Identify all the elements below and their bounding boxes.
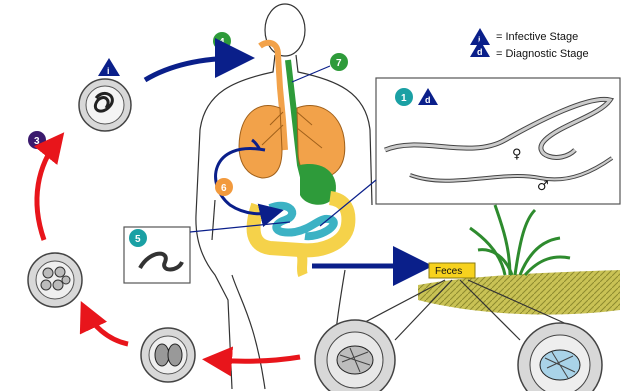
egg-icon bbox=[141, 328, 195, 382]
female-symbol: ♀ bbox=[512, 147, 522, 162]
legend: i = Infective Stage d = Diagnostic Stage bbox=[470, 28, 589, 60]
step-3-marker: 3 bbox=[28, 131, 46, 149]
step-4-marker: 4 bbox=[213, 32, 231, 50]
development-arrow-1 bbox=[37, 140, 58, 240]
step-1-label: 1 bbox=[401, 93, 407, 104]
svg-text:7: 7 bbox=[336, 58, 342, 69]
svg-text:3: 3 bbox=[34, 136, 40, 147]
development-arrow-3 bbox=[212, 357, 300, 361]
development-arrow-2 bbox=[85, 310, 128, 344]
diagnostic-marker-letter: d bbox=[425, 95, 431, 105]
egg-icon bbox=[315, 320, 395, 391]
diagnostic-label: = Diagnostic Stage bbox=[496, 48, 589, 60]
larva-box: 5 bbox=[124, 227, 190, 283]
adult-worms-box: 1 d ♀ ♂ bbox=[376, 78, 620, 204]
egg-icon bbox=[518, 323, 602, 391]
egg-icon bbox=[28, 253, 82, 307]
male-symbol: ♂ bbox=[537, 179, 549, 194]
infective-marker-letter: i bbox=[107, 66, 110, 76]
infective-label: = Infective Stage bbox=[496, 31, 578, 43]
infective-stage-legend: i = Infective Stage bbox=[470, 28, 578, 45]
feces-text: Feces bbox=[435, 266, 462, 277]
diagnostic-letter: d bbox=[477, 47, 483, 57]
step-7-marker: 7 bbox=[330, 53, 348, 71]
step-5-label: 5 bbox=[135, 234, 141, 245]
feces-label: Feces bbox=[429, 263, 475, 278]
step-6-marker: 6 bbox=[215, 178, 233, 196]
svg-text:6: 6 bbox=[221, 183, 227, 194]
small-intestine-shape bbox=[270, 206, 334, 237]
infective-egg: i bbox=[79, 58, 131, 131]
grass-icon bbox=[470, 205, 570, 275]
svg-text:4: 4 bbox=[219, 37, 225, 48]
egg-icon bbox=[79, 79, 131, 131]
ingestion-arrow bbox=[145, 58, 240, 80]
